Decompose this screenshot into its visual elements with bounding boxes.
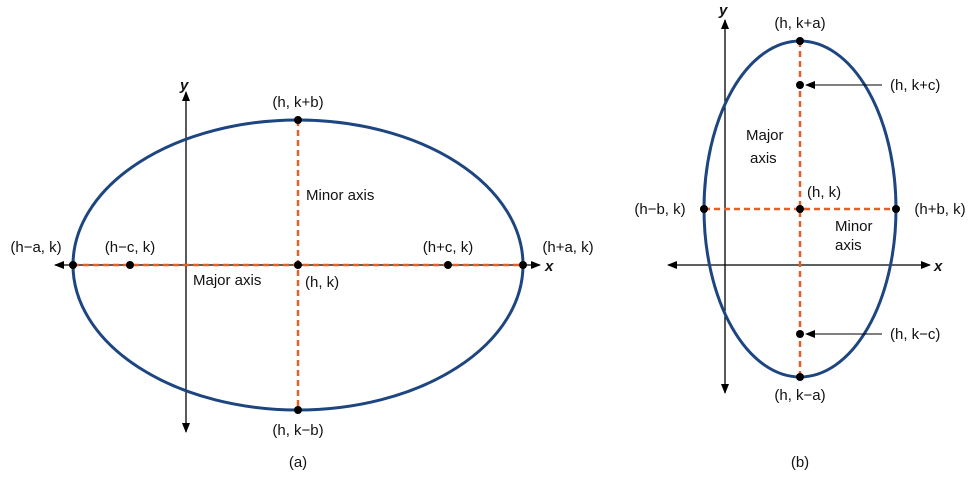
label-right-vertex: (h+a, k) (542, 239, 593, 256)
x-label: x (933, 258, 943, 275)
label-top-focus: (h, k+c) (890, 77, 940, 94)
point-top-covertex (294, 116, 302, 124)
point-left-covertex (700, 205, 708, 213)
label-bottom: (h, k−b) (272, 422, 323, 439)
label-minor-axis-1: Minor (835, 218, 873, 235)
label-left-focus: (h−c, k) (105, 239, 155, 256)
label-right: (h+b, k) (914, 201, 965, 218)
point-right-focus (444, 261, 452, 269)
point-right-covertex (892, 205, 900, 213)
label-major-axis: Major axis (193, 272, 261, 289)
label-left: (h−b, k) (634, 201, 685, 218)
point-center (796, 205, 804, 213)
label-bottom: (h, k−a) (774, 387, 825, 404)
point-top-focus (796, 81, 804, 89)
y-label: y (718, 2, 728, 19)
label-top: (h, k+b) (272, 94, 323, 111)
x-label: x (544, 258, 554, 275)
panel-b: y x (h, k+a) (h, k−a) (h, k+c) (h, k−c) … (634, 2, 965, 471)
label-minor-axis-2: axis (835, 237, 862, 254)
label-center: (h, k) (305, 274, 339, 291)
point-bottom-vertex (796, 373, 804, 381)
label-major-axis-2: axis (750, 150, 777, 167)
point-center (294, 261, 302, 269)
label-bottom-focus: (h, k−c) (890, 326, 940, 343)
panel-a: y x (h, k+b) (h, k−b) (h−a, k) (h+a, k) … (10, 77, 593, 471)
point-left-vertex (69, 261, 77, 269)
caption-b: (b) (791, 454, 809, 471)
point-top-vertex (796, 37, 804, 45)
y-label: y (179, 77, 189, 94)
label-top: (h, k+a) (774, 15, 825, 32)
label-center: (h, k) (807, 184, 841, 201)
label-major-axis-1: Major (746, 127, 784, 144)
point-bottom-focus (796, 330, 804, 338)
point-right-vertex (519, 261, 527, 269)
label-left-vertex: (h−a, k) (10, 239, 61, 256)
label-right-focus: (h+c, k) (423, 239, 473, 256)
point-bottom-covertex (294, 406, 302, 414)
label-minor-axis: Minor axis (306, 187, 374, 204)
point-left-focus (126, 261, 134, 269)
caption-a: (a) (289, 454, 307, 471)
